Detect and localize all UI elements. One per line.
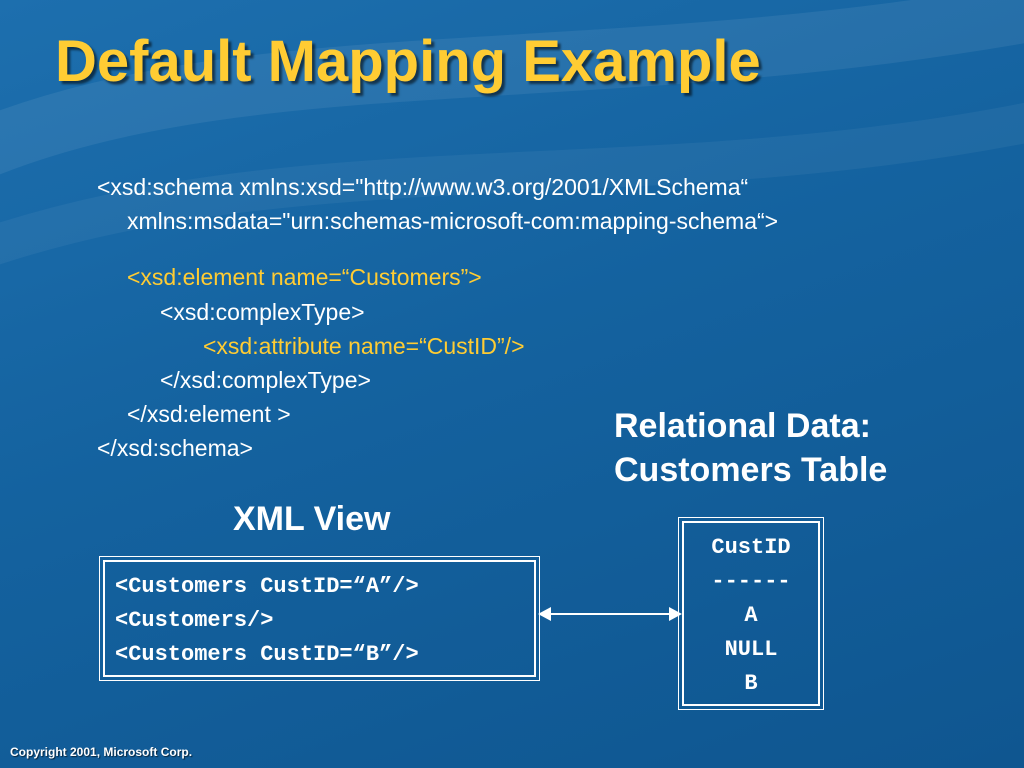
schema-line-2: xmlns:msdata="urn:schemas-microsoft-com:…: [127, 208, 779, 234]
table-row-1: A: [744, 603, 758, 628]
schema-line-3: <xsd:element name=“Customers”>: [127, 264, 482, 290]
customers-table-box: CustID ------ A NULL B: [678, 517, 824, 710]
schema-line-1: <xsd:schema xmlns:xsd="http://www.w3.org…: [97, 174, 749, 200]
xml-view-line-1: <Customers CustID=“A”/>: [115, 574, 419, 599]
copyright-footer: Copyright 2001, Microsoft Corp.: [10, 745, 193, 759]
xml-view-line-3: <Customers CustID=“B”/>: [115, 642, 419, 667]
schema-line-5: <xsd:attribute name=“CustID”/>: [203, 333, 525, 359]
schema-line-7: </xsd:element >: [127, 401, 291, 427]
table-row-2: NULL: [724, 637, 778, 662]
table-row-3: B: [744, 671, 758, 696]
schema-line-4: <xsd:complexType>: [160, 299, 365, 325]
relational-heading-line-1: Relational Data:: [614, 407, 871, 445]
schema-line-6: </xsd:complexType>: [160, 367, 371, 393]
relational-heading-line-2: Customers Table: [614, 451, 888, 489]
schema-line-8: </xsd:schema>: [97, 435, 253, 461]
xml-view-inner: <Customers CustID=“A”/> <Customers/> <Cu…: [103, 560, 536, 677]
slide-title: Default Mapping Example: [55, 29, 761, 94]
xml-view-heading: XML View: [233, 500, 391, 538]
relational-heading: Relational Data: Customers Table: [614, 404, 887, 492]
customers-table: CustID ------ A NULL B: [682, 521, 820, 706]
table-header: CustID: [711, 535, 791, 560]
double-arrow-icon: [538, 607, 682, 621]
xml-view-box: <Customers CustID=“A”/> <Customers/> <Cu…: [99, 556, 540, 681]
table-separator: ------: [711, 569, 791, 594]
xml-view-line-2: <Customers/>: [115, 608, 274, 633]
